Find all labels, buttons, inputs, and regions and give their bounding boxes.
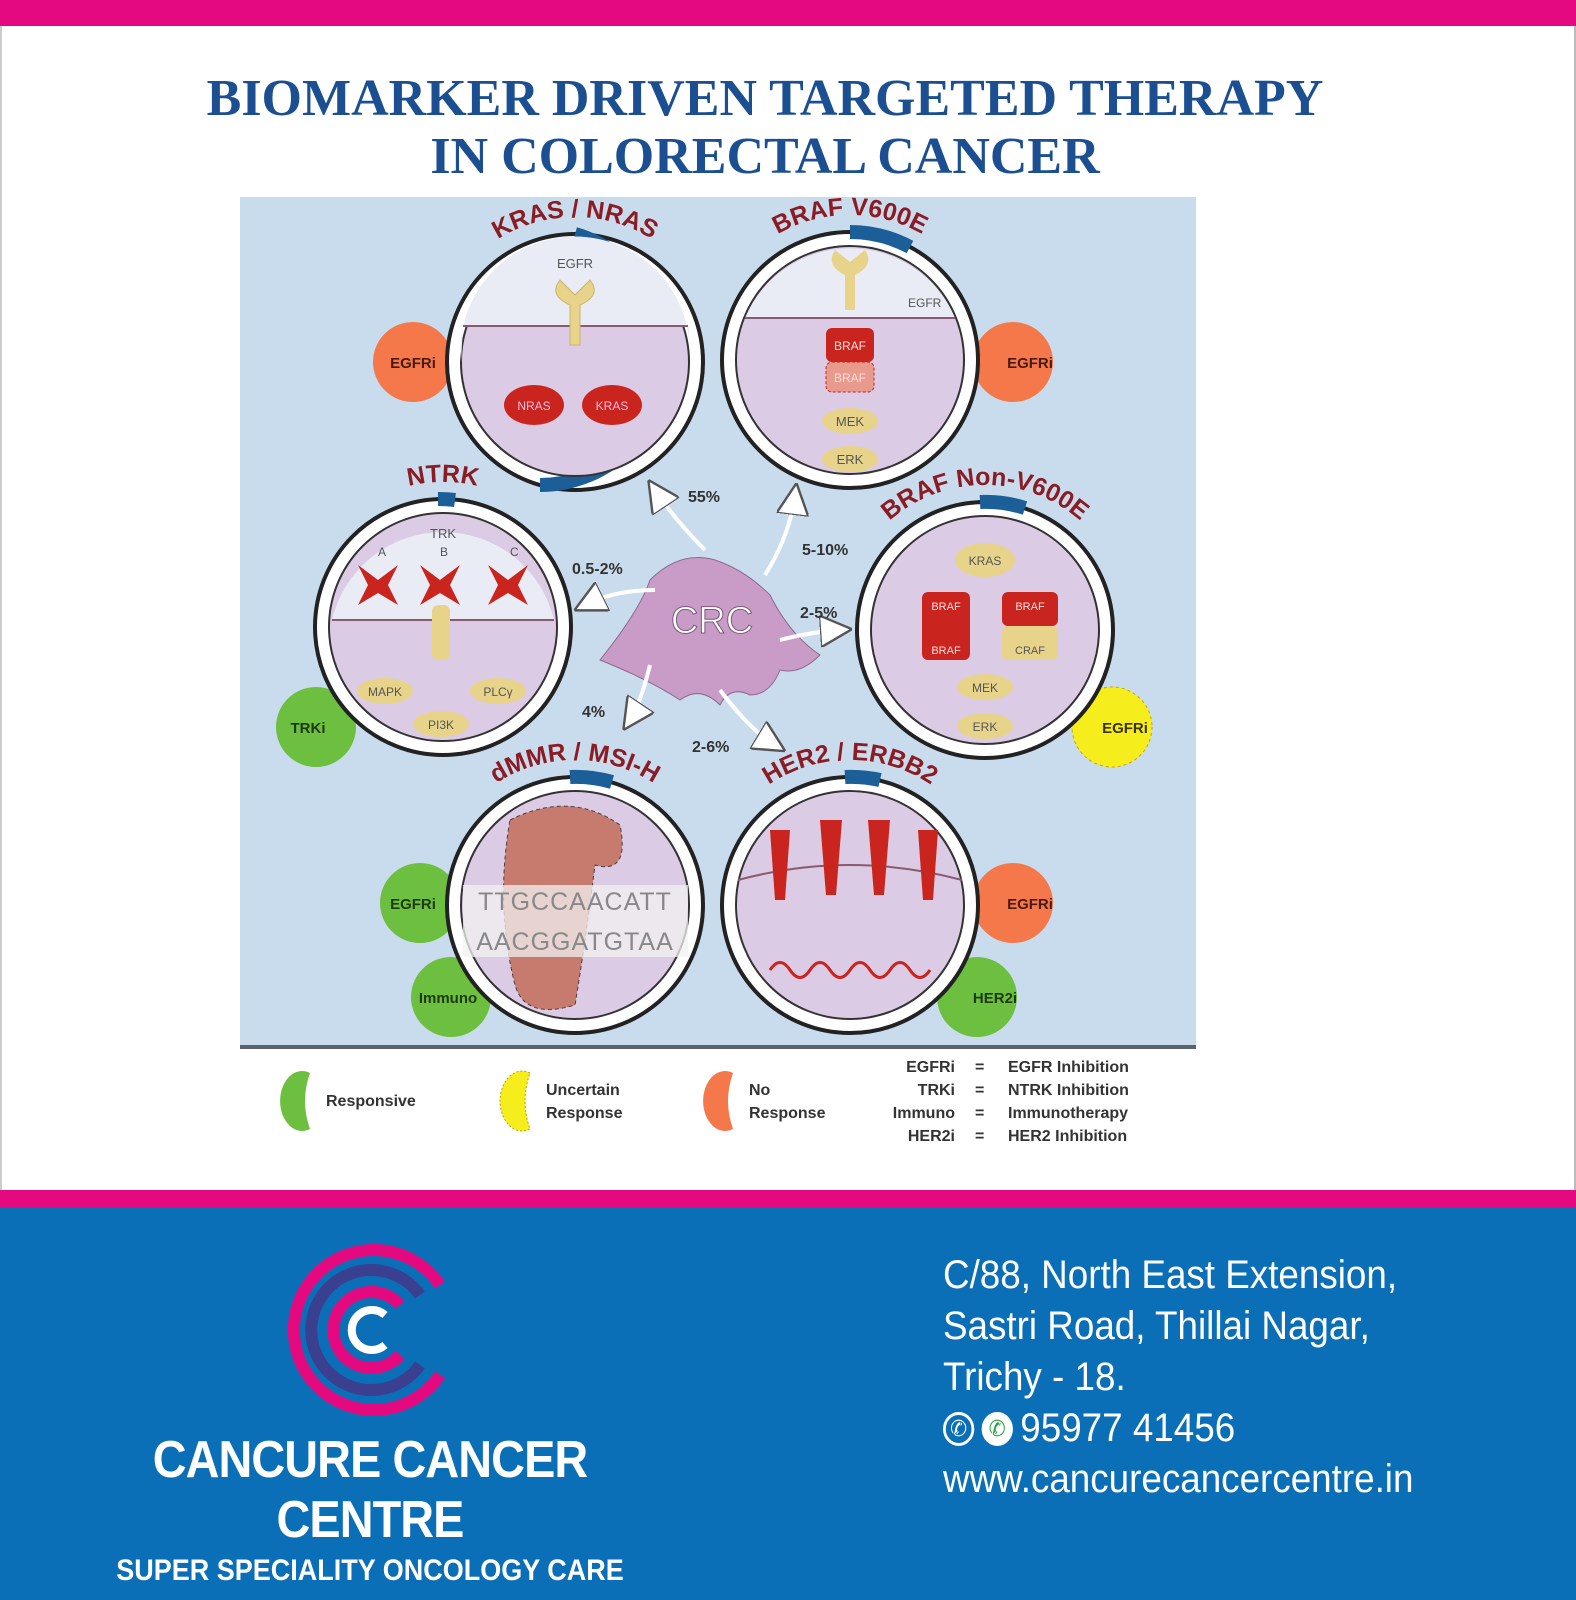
svg-text:Response: Response xyxy=(749,1105,826,1122)
svg-text:BRAF: BRAF xyxy=(931,645,961,657)
svg-text:TRK: TRK xyxy=(430,526,456,541)
svg-text:5-10%: 5-10% xyxy=(802,542,848,559)
svg-text:EGFRi: EGFRi xyxy=(1007,896,1053,913)
percent-labels: 55% 5-10% 0.5-2% 2-5% 4% 2-6% xyxy=(572,489,848,756)
svg-text:TTGCCAACATT: TTGCCAACATT xyxy=(478,888,672,916)
svg-text:Uncertain: Uncertain xyxy=(546,1082,620,1099)
svg-text:EGFRi: EGFRi xyxy=(390,355,436,372)
svg-text:MEK: MEK xyxy=(972,681,998,695)
svg-text:Immunotherapy: Immunotherapy xyxy=(1008,1105,1128,1122)
svg-text:B: B xyxy=(440,545,448,559)
svg-text:2-5%: 2-5% xyxy=(800,605,837,622)
svg-text:EGFRi: EGFRi xyxy=(906,1059,955,1076)
badge-kras-egfri: EGFRi xyxy=(373,322,453,402)
cancure-logo xyxy=(287,1244,445,1416)
panel-braf-v600e: EGFR BRAF BRAF MEK ERK BRAF V600E xyxy=(720,197,980,490)
panel-dmmr-msi-h: TTGCCAACATT AACGGATGTAA dMMR / MSI-H xyxy=(445,738,705,1035)
address-line-3: Trichy - 18. xyxy=(943,1355,1126,1399)
badge-her2-egfri: EGFRi xyxy=(973,863,1053,943)
svg-text:EGFRi: EGFRi xyxy=(1007,355,1053,372)
svg-text:Responsive: Responsive xyxy=(326,1093,416,1110)
svg-text:TRKi: TRKi xyxy=(918,1082,955,1099)
svg-text:BRAF: BRAF xyxy=(834,339,866,353)
legend: Responsive Uncertain Response No Respons… xyxy=(280,1059,1129,1145)
svg-text:EGFR: EGFR xyxy=(557,256,593,271)
svg-text:HER2 Inhibition: HER2 Inhibition xyxy=(1008,1128,1127,1145)
arrows xyxy=(585,490,840,745)
phone-number[interactable]: 95977 41456 xyxy=(1020,1406,1236,1450)
svg-text:0.5-2%: 0.5-2% xyxy=(572,561,623,578)
svg-text:Immuno: Immuno xyxy=(419,990,477,1007)
content-frame xyxy=(0,26,1576,1190)
svg-text:KRAS: KRAS xyxy=(969,554,1002,568)
svg-text:ERK: ERK xyxy=(837,452,864,467)
svg-text:EGFRi: EGFRi xyxy=(1102,720,1148,737)
svg-text:=: = xyxy=(975,1082,984,1099)
whatsapp-icon: ✆ xyxy=(981,1411,1013,1446)
crc-center: CRC xyxy=(599,557,821,706)
svg-text:C: C xyxy=(510,545,519,559)
footer xyxy=(0,1208,1576,1600)
svg-text:NTRK: NTRK xyxy=(405,460,482,492)
svg-text:TRKi: TRKi xyxy=(291,720,326,737)
svg-text:HER2i: HER2i xyxy=(973,990,1017,1007)
address-line-1: C/88, North East Extension, xyxy=(943,1253,1398,1297)
address-line-2: Sastri Road, Thillai Nagar, xyxy=(943,1304,1370,1348)
svg-text:BRAF: BRAF xyxy=(931,601,961,613)
svg-text:HER2i: HER2i xyxy=(908,1128,955,1145)
svg-text:Immuno: Immuno xyxy=(893,1105,955,1122)
svg-text:EGFR: EGFR xyxy=(908,296,942,310)
brand-block: CANCURE CANCER CENTRE SUPER SPECIALITY O… xyxy=(60,1430,680,1588)
svg-text:Response: Response xyxy=(546,1105,623,1122)
svg-text:4%: 4% xyxy=(582,704,605,721)
svg-text:NTRK Inhibition: NTRK Inhibition xyxy=(1008,1082,1129,1099)
svg-text:55%: 55% xyxy=(688,489,720,506)
footer-accent-bar xyxy=(0,1190,1576,1208)
svg-text:KRAS: KRAS xyxy=(596,399,629,413)
svg-text:BRAF: BRAF xyxy=(1015,601,1045,613)
svg-text:PI3K: PI3K xyxy=(428,718,454,732)
biomarker-diagram: EGFRi EGFRi TRKi EGFRi EGFRi Immuno EGFR… xyxy=(240,197,1196,1157)
svg-text:=: = xyxy=(975,1105,984,1122)
phone-icon: ✆ xyxy=(943,1411,975,1446)
title-line-2: IN COLORECTAL CANCER xyxy=(430,128,1100,185)
brand-name: CANCURE CANCER CENTRE xyxy=(152,1431,589,1549)
phone-row: ✆ ✆ 95977 41456 xyxy=(943,1403,1413,1454)
svg-text:ERK: ERK xyxy=(973,720,998,734)
badge-dmmr-egfri: EGFRi xyxy=(380,863,460,943)
svg-text:CRC: CRC xyxy=(671,600,753,642)
brand-tagline: SUPER SPECIALITY ONCOLOGY CARE xyxy=(116,1554,624,1587)
therapy-badges: EGFRi EGFRi TRKi EGFRi EGFRi Immuno EGFR… xyxy=(276,322,1153,1037)
panel-kras-nras: EGFR NRAS KRAS KRAS / NRAS xyxy=(445,197,705,492)
svg-text:MEK: MEK xyxy=(836,414,865,429)
svg-text:EGFR Inhibition: EGFR Inhibition xyxy=(1008,1059,1129,1076)
svg-text:EGFRi: EGFRi xyxy=(390,896,436,913)
badge-brafn-egfri: EGFRi xyxy=(1071,686,1153,768)
panel-braf-non-v600e: KRAS BRAF BRAF BRAF CRAF MEK ERK BRAF No… xyxy=(855,463,1115,760)
panel-ntrk: TRK A B C MAPK PI3K PLCγ NTRK xyxy=(313,460,573,757)
contact-block: C/88, North East Extension, Sastri Road,… xyxy=(943,1250,1413,1505)
svg-text:=: = xyxy=(975,1128,984,1145)
svg-text:MAPK: MAPK xyxy=(368,685,402,699)
svg-text:BRAF: BRAF xyxy=(834,371,866,385)
title-line-1: BIOMARKER DRIVEN TARGETED THERAPY xyxy=(206,70,1324,127)
svg-text:PLCγ: PLCγ xyxy=(483,685,512,699)
badge-brafv-egfri: EGFRi xyxy=(973,322,1053,402)
svg-text:NRAS: NRAS xyxy=(517,399,550,413)
svg-text:2-6%: 2-6% xyxy=(692,739,729,756)
svg-text:=: = xyxy=(975,1059,984,1076)
page-title: BIOMARKER DRIVEN TARGETED THERAPY IN COL… xyxy=(0,70,1530,186)
top-accent-bar xyxy=(0,0,1576,26)
svg-text:AACGGATGTAA: AACGGATGTAA xyxy=(476,928,674,956)
website-link[interactable]: www.cancurecancercentre.in xyxy=(943,1457,1414,1501)
svg-text:A: A xyxy=(378,545,386,559)
svg-text:No: No xyxy=(749,1082,771,1099)
svg-text:CRAF: CRAF xyxy=(1015,645,1045,657)
badge-ntrk-trki: TRKi xyxy=(276,687,356,767)
